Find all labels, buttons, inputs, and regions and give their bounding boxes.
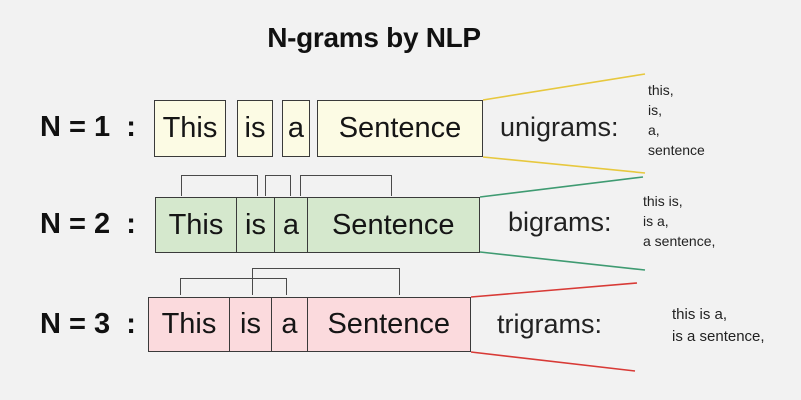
token-box-sentence: Sentence	[306, 197, 480, 253]
token-box-this: This	[154, 100, 226, 157]
token-box-is: is	[235, 197, 276, 253]
bigram-line-bottom	[479, 251, 646, 271]
output-item: is,	[648, 102, 662, 118]
token-box-this: This	[155, 197, 237, 253]
n-equals-1-label: N = 1 :	[40, 111, 136, 143]
bigrams-output-list: this is, is a, a sentence,	[643, 191, 715, 251]
unigram-line-bottom	[482, 156, 646, 174]
trigram-bracket-this-is-a	[180, 278, 287, 295]
unigrams-output-list: this, is, a, sentence	[648, 80, 705, 160]
token-box-a: a	[282, 100, 310, 157]
token-box-sentence: Sentence	[306, 297, 471, 352]
bigram-bracket-a-sentence	[300, 175, 392, 196]
page-title: N-grams by NLP	[267, 22, 481, 53]
token-box-this: This	[148, 297, 230, 352]
trigram-bracket-is-a-sentence	[252, 268, 400, 295]
trigrams-output-list: this is a, is a sentence,	[672, 304, 765, 348]
unigrams-label: unigrams:	[500, 112, 619, 142]
bigram-line-top	[479, 176, 644, 198]
output-item: this is,	[643, 193, 683, 209]
unigram-line-top	[482, 73, 646, 101]
bigrams-label: bigrams:	[508, 207, 612, 237]
output-item: a sentence,	[643, 233, 716, 249]
output-item: this is a,	[672, 306, 728, 323]
trigram-line-top	[470, 282, 638, 298]
output-item: is a,	[643, 213, 669, 229]
token-box-a: a	[274, 197, 308, 253]
output-item: sentence	[648, 142, 705, 158]
bigram-bracket-is-a	[265, 175, 291, 196]
token-box-is: is	[237, 100, 273, 157]
output-item: is a sentence,	[672, 328, 765, 345]
bigram-bracket-this-is	[181, 175, 258, 196]
trigram-line-bottom	[470, 351, 636, 372]
n-equals-3-label: N = 3 :	[40, 308, 136, 340]
token-box-a: a	[271, 297, 308, 352]
token-box-is: is	[228, 297, 273, 352]
token-box-sentence: Sentence	[317, 100, 483, 157]
output-item: this,	[648, 82, 674, 98]
n-equals-2-label: N = 2 :	[40, 208, 136, 240]
output-item: a,	[648, 122, 660, 138]
trigrams-label: trigrams:	[497, 309, 603, 339]
